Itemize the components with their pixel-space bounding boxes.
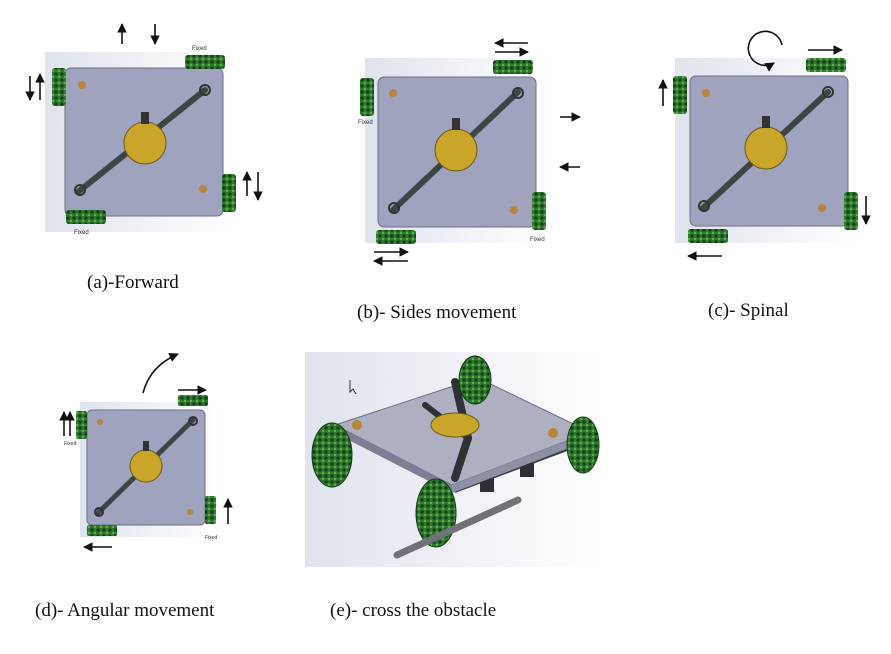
panel-a-bolt-tl xyxy=(78,81,86,89)
panel-e-bolt-2 xyxy=(548,428,558,438)
panel-e-center-disc xyxy=(430,412,480,438)
panel-d-wheel-left xyxy=(76,411,87,439)
panel-b-label-fixed-bottom: Fixed xyxy=(530,237,545,243)
caption-c: (c)- Spinal xyxy=(708,300,789,321)
panel-d-curved-arrow xyxy=(142,352,179,394)
panel-a-joint-bottom xyxy=(74,184,86,196)
panel-a-label-fixed-top: Fixed xyxy=(192,46,207,52)
panel-c-spinal xyxy=(658,30,871,261)
panel-b-joint-top xyxy=(512,87,524,99)
panel-c-rotation-arrow xyxy=(747,30,783,72)
panel-d-joint-bottom xyxy=(94,507,104,517)
panel-a-forward: Fixed Fixed xyxy=(25,23,263,236)
panel-b-wheel-bottom-left xyxy=(376,230,416,244)
panel-e-cross-obstacle xyxy=(305,352,603,567)
panel-e-bolt-1 xyxy=(352,420,362,430)
caption-d: (d)- Angular movement xyxy=(35,600,215,621)
panel-c-joint-top xyxy=(822,86,834,98)
panel-d-wheel-bottom-left xyxy=(87,525,117,536)
panel-e-wheel-left xyxy=(311,422,353,488)
panel-b-sides-movement: Fixed Fixed xyxy=(358,38,581,266)
panel-a-joint-top xyxy=(199,84,211,96)
panel-a-wheel-top-right xyxy=(185,55,225,69)
panel-c-wheel-right xyxy=(844,192,858,230)
panel-a-bolt-br xyxy=(199,185,207,193)
panel-b-bolt-tl xyxy=(389,89,397,97)
panel-c-wheel-left xyxy=(673,76,687,114)
panel-d-angular-movement: Fixed Fixed xyxy=(59,352,233,552)
panel-c-wheel-top-right xyxy=(806,58,846,72)
panel-a-wheel-bottom-left xyxy=(66,210,106,224)
panel-d-wheel-top-right xyxy=(178,395,208,406)
panel-e-wheel-right xyxy=(566,416,600,474)
panel-b-bolt-br xyxy=(510,206,518,214)
panel-a-motor xyxy=(141,112,149,124)
panel-b-motor xyxy=(452,118,460,130)
caption-b: (b)- Sides movement xyxy=(357,302,517,323)
panel-c-motor xyxy=(762,116,770,128)
panel-e-cursor-icon xyxy=(349,380,357,395)
panel-d-label-fixed-bottom: Fixed xyxy=(205,535,217,541)
panel-b-center-disc xyxy=(434,128,478,172)
panel-d-bolt-tl xyxy=(97,419,103,425)
panel-d-wheel-right xyxy=(205,496,216,524)
panel-a-wheel-right xyxy=(222,174,236,212)
caption-a: (a)-Forward xyxy=(87,272,179,293)
panel-c-joint-bottom xyxy=(698,200,710,212)
panel-d-bolt-br xyxy=(187,509,193,515)
panel-b-wheel-top-right xyxy=(493,60,533,74)
panel-e-plate-edge xyxy=(335,425,452,493)
panel-a-center-disc xyxy=(123,121,167,165)
panel-d-joint-top xyxy=(188,416,198,426)
panel-b-label-fixed-left: Fixed xyxy=(358,120,373,126)
panel-d-label-fixed-left: Fixed xyxy=(64,441,76,447)
panel-c-wheel-bottom-left xyxy=(688,229,728,243)
panel-d-center-disc xyxy=(129,449,163,483)
panel-b-wheel-right xyxy=(532,192,546,230)
panel-e-wheel-back-top xyxy=(458,355,492,405)
panel-c-bolt-tl xyxy=(702,89,710,97)
panel-a-label-fixed-bottom: Fixed xyxy=(74,230,89,236)
panel-b-joint-bottom xyxy=(388,202,400,214)
caption-e: (e)- cross the obstacle xyxy=(330,600,497,621)
panel-d-motor xyxy=(143,441,149,451)
panel-e-plate-edge-right xyxy=(452,432,590,493)
panel-c-bolt-br xyxy=(818,204,826,212)
panel-c-center-disc xyxy=(744,126,788,170)
panel-e-obstacle-bar xyxy=(393,496,522,559)
panel-b-wheel-left xyxy=(360,78,374,116)
panel-a-wheel-left xyxy=(52,68,66,106)
panel-e-linkage-rod-lower xyxy=(451,434,472,482)
